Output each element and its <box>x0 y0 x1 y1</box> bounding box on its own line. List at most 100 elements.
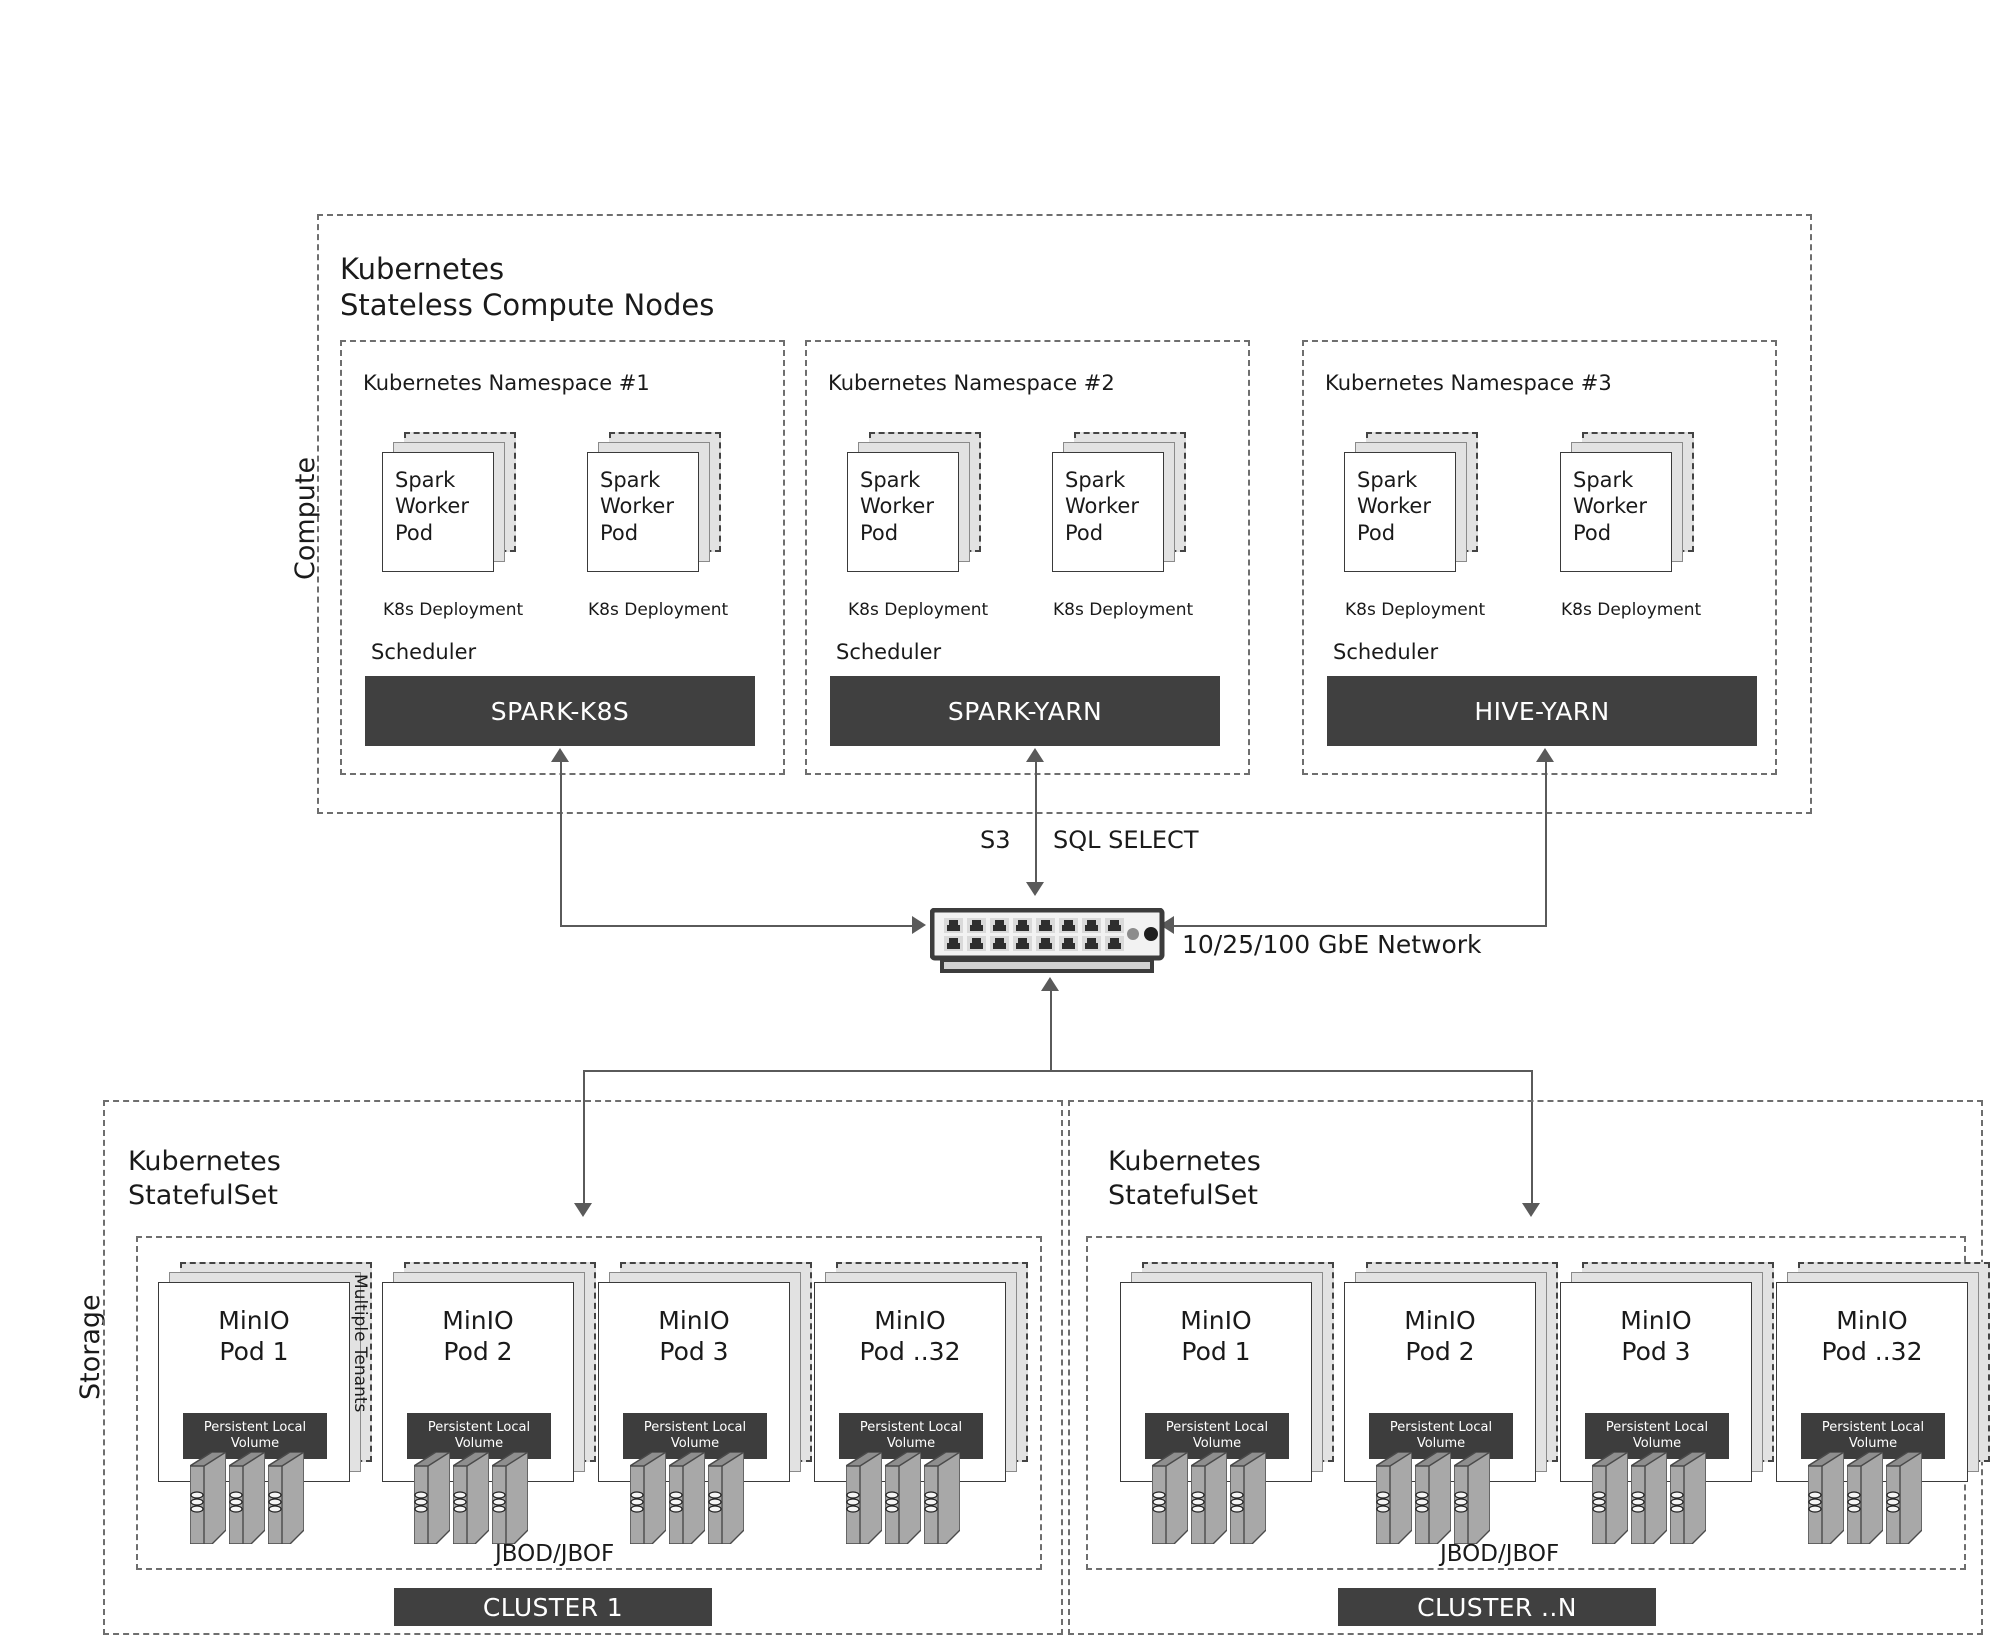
storage-side-label: Storage <box>75 1294 106 1400</box>
disk-icon <box>666 1451 708 1545</box>
disk-icon <box>1628 1451 1670 1545</box>
disk-icon <box>265 1451 307 1545</box>
disk-icon <box>1844 1451 1886 1545</box>
disk-icon <box>882 1451 924 1545</box>
disk-icon <box>411 1451 453 1545</box>
disk-icon <box>627 1451 669 1545</box>
pod-replica-layer-front: Spark Worker Pod <box>1344 452 1456 572</box>
cluster1-title-line2: StatefulSet <box>128 1180 278 1211</box>
pod-replica-layer-front: MinIO Pod 1 Persistent Local Volume <box>158 1282 350 1482</box>
namespace-container-1 <box>340 340 785 775</box>
spark-pod-label: Spark Worker Pod <box>395 468 469 545</box>
disk-icon <box>1589 1451 1631 1545</box>
disk-group <box>627 1451 747 1545</box>
disk-group <box>1589 1451 1709 1545</box>
disk-icon <box>1373 1451 1415 1545</box>
k8s-deployment-label: K8s Deployment <box>383 600 524 620</box>
arrow-into-switch-bottom <box>1041 977 1059 991</box>
k8s-deployment-label: K8s Deployment <box>1345 600 1486 620</box>
disk-icon <box>489 1451 531 1545</box>
cluster1-statefulset-inner-box <box>136 1236 1042 1570</box>
arrow-to-spark-k8s <box>551 748 569 762</box>
compute-title-line1: Kubernetes <box>340 252 505 286</box>
disk-icon <box>1412 1451 1454 1545</box>
persistent-local-volume-bar: Persistent Local Volume <box>183 1413 327 1459</box>
scheduler-bar-spark-k8s[interactable]: SPARK-K8S <box>365 676 755 746</box>
arrow-into-switch-top <box>1026 882 1044 896</box>
connector-clusterN-vertical <box>1531 1070 1533 1203</box>
connector-storage-trunk-horizontal <box>583 1070 1531 1072</box>
arrow-into-cluster-n <box>1522 1203 1540 1217</box>
minio-pod-label: MinIO Pod 3 <box>1620 1306 1692 1367</box>
spark-pod-label: Spark Worker Pod <box>1065 468 1139 545</box>
scheduler-label: Scheduler <box>1333 640 1439 664</box>
disk-group <box>1805 1451 1925 1545</box>
multiple-tenants-label: Multiple Tenants <box>350 1274 370 1413</box>
cluster1-title-line1: Kubernetes <box>128 1146 281 1177</box>
network-switch[interactable] <box>929 907 1170 982</box>
storage-cluster-container-1 <box>103 1100 1063 1635</box>
disk-icon <box>1451 1451 1493 1545</box>
arrow-into-cluster-1 <box>574 1203 592 1217</box>
spark-pod-label: Spark Worker Pod <box>1357 468 1431 545</box>
disk-group <box>411 1451 531 1545</box>
namespace-title-3: Kubernetes Namespace #3 <box>1325 371 1612 395</box>
scheduler-bar-hive-yarn[interactable]: HIVE-YARN <box>1327 676 1757 746</box>
spark-pod-label: Spark Worker Pod <box>860 468 934 545</box>
connector-spark-k8s-vertical <box>560 760 562 925</box>
connector-spark-yarn-vertical <box>1035 760 1037 882</box>
spark-pod-label: Spark Worker Pod <box>1573 468 1647 545</box>
connector-hive-yarn-horizontal <box>1172 925 1547 927</box>
k8s-deployment-label: K8s Deployment <box>1561 600 1702 620</box>
scheduler-label: Scheduler <box>371 640 477 664</box>
minio-pod-label: MinIO Pod 2 <box>442 1306 514 1367</box>
k8s-deployment-label: K8s Deployment <box>848 600 989 620</box>
disk-icon <box>1188 1451 1230 1545</box>
protocol-label-s3: S3 <box>980 826 1011 854</box>
disk-group <box>1149 1451 1269 1545</box>
jbod-jbof-label-2: JBOD/JBOF <box>1440 1541 1560 1567</box>
disk-icon <box>1883 1451 1925 1545</box>
compute-title-line2: Stateless Compute Nodes <box>340 288 715 322</box>
spark-pod-label: Spark Worker Pod <box>600 468 674 545</box>
arrow-into-switch-left <box>912 916 926 934</box>
pod-replica-layer-front: Spark Worker Pod <box>847 452 959 572</box>
disk-icon <box>1667 1451 1709 1545</box>
connector-storage-trunk-vertical <box>1050 990 1052 1070</box>
disk-icon <box>1227 1451 1269 1545</box>
minio-pod-label: MinIO Pod 3 <box>658 1306 730 1367</box>
arrow-to-hive-yarn <box>1536 748 1554 762</box>
disk-icon <box>187 1451 229 1545</box>
network-speed-label: 10/25/100 GbE Network <box>1182 930 1482 959</box>
namespace-container-3 <box>1302 340 1777 775</box>
minio-pod-label: MinIO Pod ..32 <box>1821 1306 1923 1367</box>
pod-replica-layer-front: Spark Worker Pod <box>1560 452 1672 572</box>
disk-icon <box>843 1451 885 1545</box>
namespace-title-1: Kubernetes Namespace #1 <box>363 371 650 395</box>
k8s-deployment-label: K8s Deployment <box>588 600 729 620</box>
cluster-label-bar-2[interactable]: CLUSTER ..N <box>1338 1588 1656 1626</box>
minio-pod-label: MinIO Pod 1 <box>1180 1306 1252 1367</box>
jbod-jbof-label-1: JBOD/JBOF <box>495 1541 615 1567</box>
namespace-title-2: Kubernetes Namespace #2 <box>828 371 1115 395</box>
pod-replica-layer-front: MinIO Pod ..32 Persistent Local Volume <box>814 1282 1006 1482</box>
disk-icon <box>1805 1451 1847 1545</box>
clusterN-title-line1: Kubernetes <box>1108 1146 1261 1177</box>
pod-replica-layer-front: MinIO Pod ..32 Persistent Local Volume <box>1776 1282 1968 1482</box>
minio-pod-label: MinIO Pod 2 <box>1404 1306 1476 1367</box>
compute-outer-container <box>317 214 1812 814</box>
scheduler-label: Scheduler <box>836 640 942 664</box>
cluster-label-bar-1[interactable]: CLUSTER 1 <box>394 1588 712 1626</box>
scheduler-bar-spark-yarn[interactable]: SPARK-YARN <box>830 676 1220 746</box>
disk-group <box>187 1451 307 1545</box>
protocol-label-sql-select: SQL SELECT <box>1053 826 1199 854</box>
connector-spark-k8s-horizontal <box>560 925 915 927</box>
namespace-container-2 <box>805 340 1250 775</box>
pod-replica-layer-front: Spark Worker Pod <box>587 452 699 572</box>
disk-icon <box>1149 1451 1191 1545</box>
pod-replica-layer-front: Spark Worker Pod <box>1052 452 1164 572</box>
disk-icon <box>705 1451 747 1545</box>
disk-icon <box>921 1451 963 1545</box>
clusterN-title-line2: StatefulSet <box>1108 1180 1258 1211</box>
